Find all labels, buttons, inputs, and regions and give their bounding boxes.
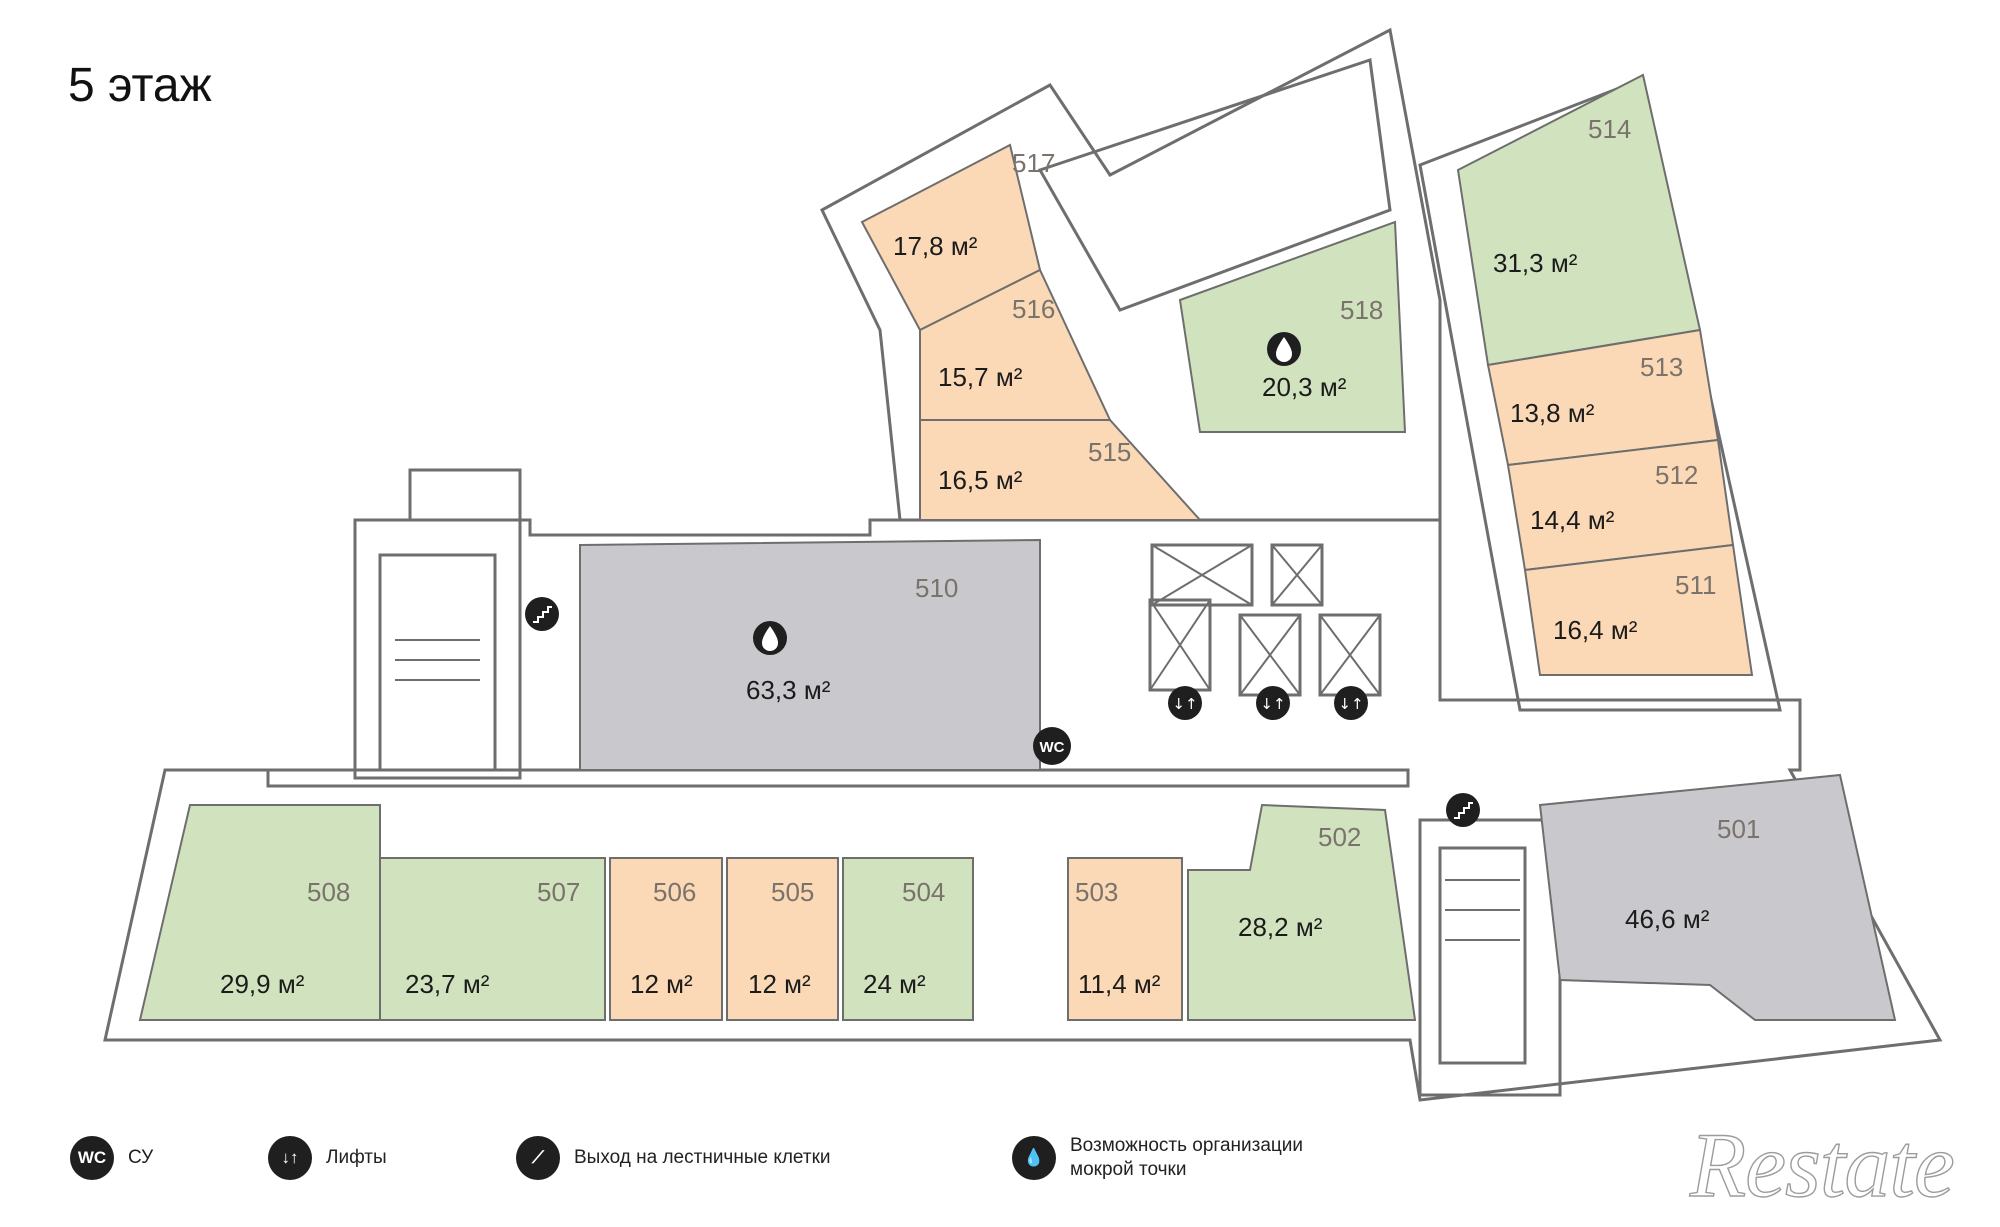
room-504-number: 504	[902, 877, 945, 907]
room-512-number: 512	[1655, 460, 1698, 490]
room-502-shape[interactable]	[1187, 803, 1417, 1021]
room-506-area: 12 м²	[630, 969, 693, 999]
stairs-and-elevators	[395, 544, 1520, 941]
legend-item-elevators: ↓↑ Лифты	[268, 1128, 387, 1188]
room-503-area: 11,4 м²	[1078, 969, 1161, 999]
room-515-shape[interactable]	[919, 419, 1203, 521]
room-506-number: 506	[653, 877, 696, 907]
water-drop-icon	[753, 621, 787, 655]
room-labels: 517 17,8 м² 516 15,7 м² 515 16,5 м² 518 …	[220, 114, 1760, 999]
room-502-number: 502	[1318, 822, 1361, 852]
stairs-icon	[1446, 793, 1480, 827]
room-506-shape[interactable]	[609, 857, 723, 1021]
stairs-icon: ⟋	[516, 1136, 560, 1180]
room-503-number: 503	[1075, 877, 1118, 907]
room-516-area: 15,7 м²	[938, 362, 1023, 392]
room-507-area: 23,7 м²	[405, 969, 490, 999]
plan-markers: WC ↓↑ ↓↑ ↓↑	[525, 332, 1480, 827]
room-501-shape[interactable]	[1538, 773, 1897, 1021]
svg-text:↓↑: ↓↑	[1260, 695, 1285, 713]
room-503-shape[interactable]	[1067, 857, 1183, 1021]
room-504-shape[interactable]	[842, 857, 974, 1021]
legend-item-wet-point: 💧 Возможность организации мокрой точки	[1012, 1128, 1303, 1188]
room-510-area: 63,3 м²	[746, 675, 831, 705]
elevator-icon: ↓↑	[1334, 686, 1368, 720]
water-drop-icon: 💧	[1012, 1136, 1056, 1180]
elevator-icon: ↓↑	[1168, 686, 1202, 720]
legend-label-wc: СУ	[128, 1147, 154, 1168]
restate-logo: Restate	[1689, 1113, 1955, 1216]
wc-marker: WC	[1033, 727, 1071, 765]
wc-marker-text: WC	[1040, 739, 1065, 756]
room-514-number: 514	[1588, 114, 1631, 144]
legend-label-wet-point: Возможность организации мокрой точки	[1070, 1135, 1304, 1180]
room-501-area: 46,6 м²	[1625, 904, 1710, 934]
room-510-number: 510	[915, 573, 958, 603]
room-517-area: 17,8 м²	[893, 231, 978, 261]
svg-text:↓↑: ↓↑	[1338, 695, 1363, 713]
elevator-icon: ↓↑	[1256, 686, 1290, 720]
room-504-area: 24 м²	[863, 969, 926, 999]
rooms	[138, 73, 1897, 1021]
room-514-shape[interactable]	[1456, 73, 1702, 367]
room-512-area: 14,4 м²	[1530, 505, 1615, 535]
room-511-number: 511	[1675, 570, 1716, 600]
legend-label-elevators: Лифты	[326, 1147, 387, 1168]
room-508-number: 508	[307, 877, 350, 907]
room-513-number: 513	[1640, 352, 1683, 382]
wc-icon: WC	[70, 1136, 114, 1180]
room-501-number: 501	[1717, 814, 1760, 844]
room-507-number: 507	[537, 877, 580, 907]
water-drop-icon	[1267, 332, 1301, 366]
legend-label-stairs: Выход на лестничные клетки	[574, 1147, 831, 1168]
room-515-area: 16,5 м²	[938, 465, 1023, 495]
room-502-area: 28,2 м²	[1238, 912, 1323, 942]
svg-text:↓↑: ↓↑	[1172, 695, 1197, 713]
room-517-number: 517	[1012, 148, 1055, 178]
room-514-area: 31,3 м²	[1493, 248, 1578, 278]
room-505-area: 12 м²	[748, 969, 811, 999]
floor-title: 5 этаж	[68, 59, 212, 112]
elevator-icon: ↓↑	[268, 1136, 312, 1180]
room-511-area: 16,4 м²	[1553, 615, 1638, 645]
room-505-number: 505	[771, 877, 814, 907]
room-508-area: 29,9 м²	[220, 969, 305, 999]
room-505-shape[interactable]	[726, 857, 839, 1021]
walls	[103, 27, 1943, 1102]
room-518-shape[interactable]	[1178, 220, 1407, 433]
legend-item-wc: WC СУ	[70, 1128, 153, 1188]
room-518-number: 518	[1340, 295, 1383, 325]
room-516-number: 516	[1012, 294, 1055, 324]
legend-item-stairs: ⟋ Выход на лестничные клетки	[516, 1128, 831, 1188]
room-513-area: 13,8 м²	[1510, 398, 1595, 428]
room-507-shape[interactable]	[379, 857, 606, 1021]
room-518-area: 20,3 м²	[1262, 372, 1347, 402]
room-515-number: 515	[1088, 437, 1131, 467]
room-510-shape[interactable]	[579, 538, 1041, 771]
stairs-icon	[525, 597, 559, 631]
room-511-shape[interactable]	[1523, 543, 1754, 676]
